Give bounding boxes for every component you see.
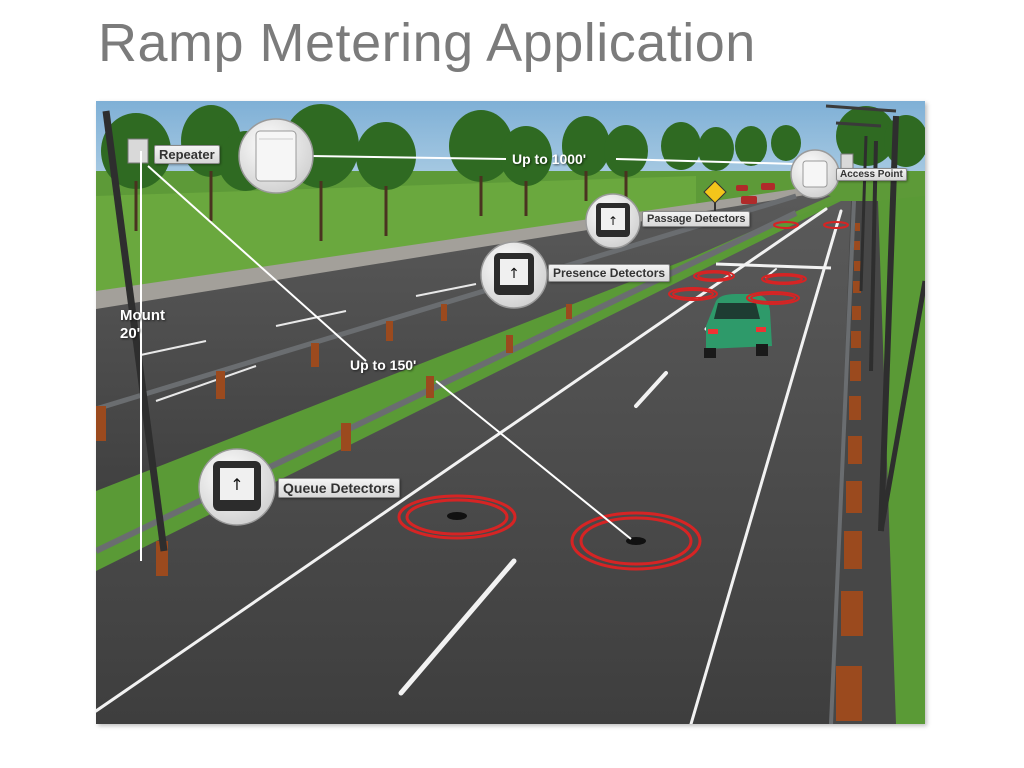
green-car <box>704 294 772 358</box>
tree-trunks <box>134 171 628 241</box>
left-highway-markings <box>135 283 477 402</box>
repeater-enclosure-icon <box>238 118 314 194</box>
svg-text:↑: ↑ <box>608 214 618 228</box>
range-short-label: Up to 150' <box>350 357 417 373</box>
grass-left-field <box>96 176 696 291</box>
queue-detector-loops <box>397 494 702 571</box>
repeater-label: Repeater <box>154 145 220 164</box>
range-long-label: Up to 1000' <box>512 151 587 167</box>
lane-markings <box>96 207 843 724</box>
callout-lines <box>140 151 797 561</box>
ramp-road <box>96 201 856 724</box>
detector-puck-icon: ↑ <box>585 193 641 249</box>
access-point-icon <box>790 149 840 199</box>
svg-text:↑: ↑ <box>508 266 520 282</box>
svg-text:↑: ↑ <box>230 475 243 494</box>
detector-puck-icon: ↑ <box>480 241 548 309</box>
access-point-label: Access Point <box>836 168 907 181</box>
ramp-scene-illustration: ↑ ↑ ↑ Repeater Up to 1000' Access Point … <box>96 101 925 724</box>
presence-detector-loops <box>668 221 849 305</box>
pole-arms <box>825 104 897 128</box>
stop-bar <box>715 262 832 270</box>
mount-height-label: Mount 20' <box>120 307 165 343</box>
detector-puck-icon: ↑ <box>198 448 276 526</box>
queue-sensor-puck <box>447 512 467 520</box>
mount-label-line1: Mount <box>120 307 165 324</box>
presence-detectors-label: Presence Detectors <box>548 264 671 282</box>
guard-rail-right <box>829 200 856 724</box>
queue-detectors-label: Queue Detectors <box>278 478 401 498</box>
mount-label-line2: 20' <box>120 325 141 342</box>
distant-cars <box>736 183 775 204</box>
page-title: Ramp Metering Application <box>98 13 756 73</box>
guard-rail-left <box>96 193 797 412</box>
passage-detectors-label: Passage Detectors <box>642 211 751 227</box>
repeater-unit-on-pole <box>127 138 149 164</box>
